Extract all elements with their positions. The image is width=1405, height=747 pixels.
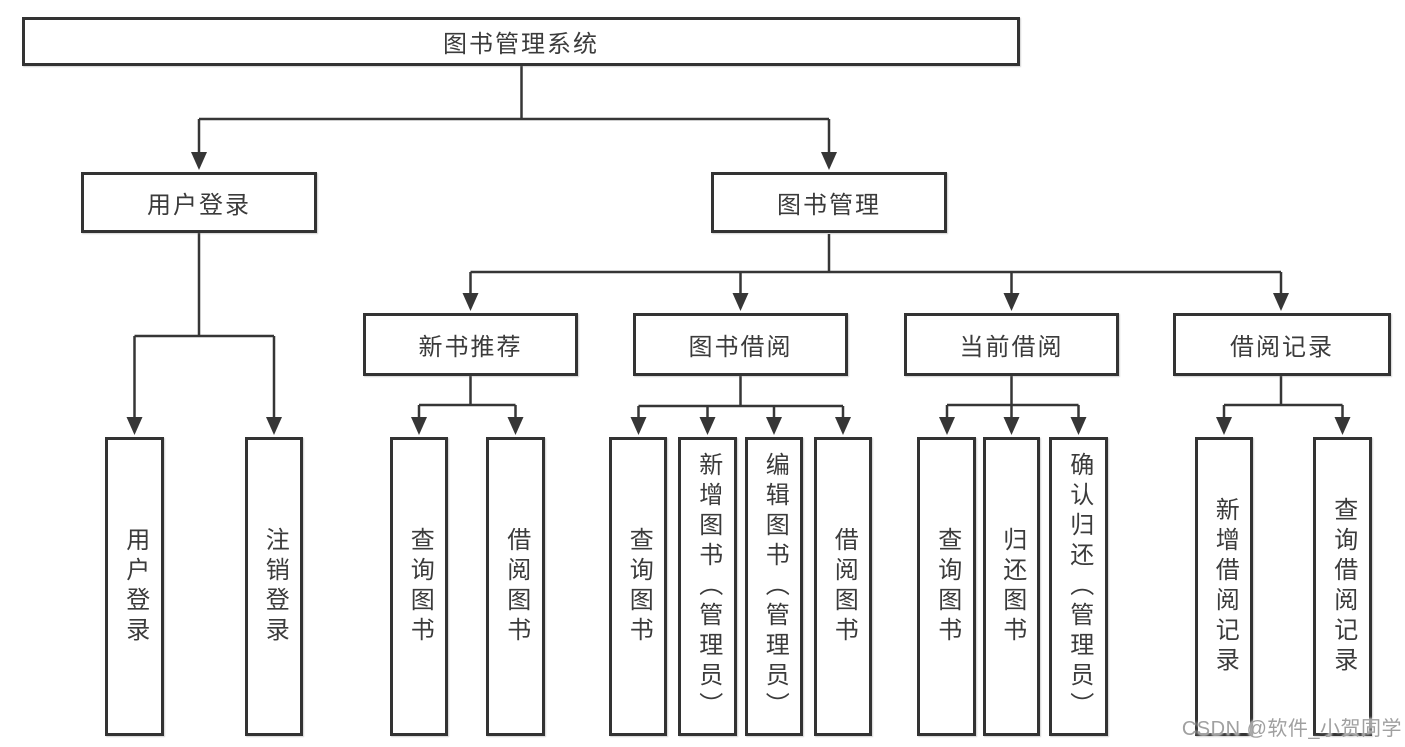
leaf-edit-book-admin-label: 编辑图书（管理员）	[761, 451, 789, 722]
node-current-borrowing-label: 当前借阅	[959, 334, 1064, 361]
leaf-logout: 注销登录	[245, 437, 303, 736]
node-book-management-label: 图书管理	[777, 192, 881, 219]
leaf-return-book-label: 归还图书	[998, 526, 1026, 647]
node-new-book-recommend-label: 新书推荐	[418, 334, 523, 361]
node-book-borrowing-label: 图书借阅	[688, 334, 793, 361]
node-book-management: 图书管理	[711, 172, 947, 233]
leaf-query-book-1: 查询图书	[390, 437, 448, 736]
leaf-add-borrow-record-label: 新增借阅记录	[1211, 496, 1239, 677]
node-borrowing-records-label: 借阅记录	[1230, 334, 1334, 361]
leaf-query-borrow-record: 查询借阅记录	[1313, 437, 1372, 736]
leaf-query-book-3: 查询图书	[917, 437, 976, 736]
leaf-edit-book-admin: 编辑图书（管理员）	[745, 437, 803, 736]
node-user-login: 用户登录	[81, 172, 317, 233]
node-borrowing-records: 借阅记录	[1173, 313, 1391, 376]
watermark: CSDN @软件_小贺同学	[1181, 718, 1402, 740]
leaf-user-login: 用户登录	[105, 437, 164, 736]
leaf-user-login-label: 用户登录	[121, 526, 149, 647]
node-new-book-recommend: 新书推荐	[363, 313, 578, 376]
leaf-borrow-book-2: 借阅图书	[814, 437, 872, 736]
leaf-confirm-return-admin: 确认归还（管理员）	[1049, 437, 1108, 736]
leaf-add-book-admin-label: 新增图书（管理员）	[694, 451, 722, 722]
leaf-borrow-book-1-label: 借阅图书	[502, 526, 530, 647]
leaf-query-borrow-record-label: 查询借阅记录	[1329, 496, 1357, 677]
leaf-query-book-3-label: 查询图书	[933, 526, 961, 647]
leaf-add-book-admin: 新增图书（管理员）	[678, 437, 737, 736]
connector-path	[134, 66, 1343, 408]
node-book-borrowing: 图书借阅	[633, 313, 848, 376]
leaf-query-book-1-label: 查询图书	[406, 526, 434, 647]
leaf-borrow-book-1: 借阅图书	[486, 437, 545, 736]
leaf-confirm-return-admin-label: 确认归还（管理员）	[1065, 451, 1093, 722]
leaf-return-book: 归还图书	[983, 437, 1040, 736]
leaf-borrow-book-2-label: 借阅图书	[830, 526, 858, 647]
leaf-query-book-2: 查询图书	[609, 437, 667, 736]
leaf-add-borrow-record: 新增借阅记录	[1195, 437, 1253, 736]
leaf-logout-label: 注销登录	[261, 526, 289, 647]
leaf-query-book-2-label: 查询图书	[625, 526, 653, 647]
node-library-system-label: 图书管理系统	[443, 31, 599, 58]
node-current-borrowing: 当前借阅	[904, 313, 1119, 376]
node-library-system: 图书管理系统	[22, 17, 1020, 66]
node-user-login-label: 用户登录	[147, 192, 251, 219]
